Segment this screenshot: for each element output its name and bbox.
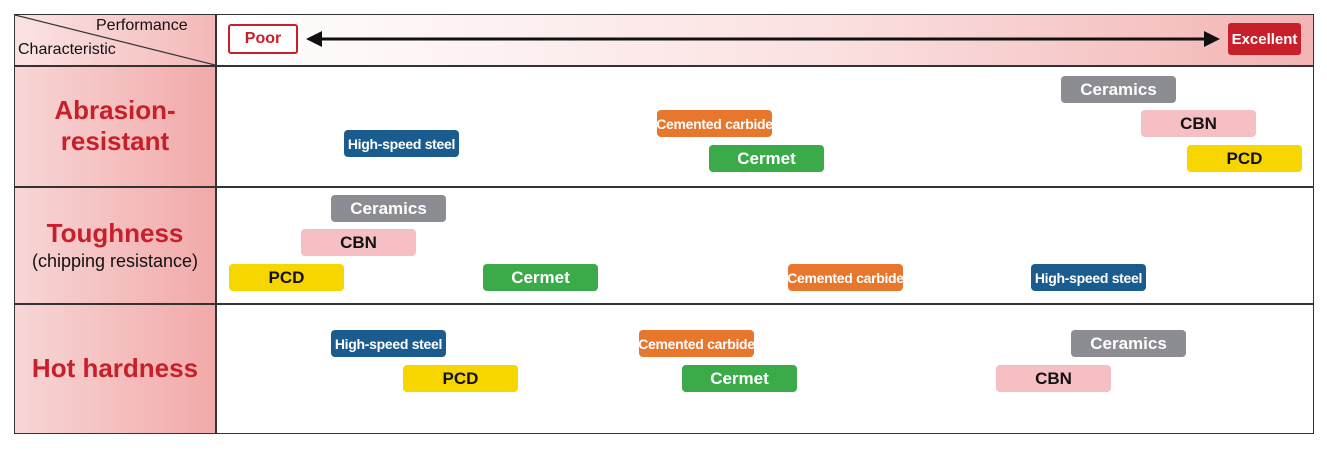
tag-high-speed-steel: High-speed steel: [344, 130, 459, 157]
row-label-abrasion-resistant: Abrasion- resistant: [15, 66, 215, 186]
tag-cemented-carbide: Cemented carbide: [656, 110, 773, 137]
tag-ceramics: Ceramics: [1061, 76, 1176, 103]
tag-cbn: CBN: [996, 365, 1111, 392]
tag-pcd: PCD: [403, 365, 518, 392]
tag-cermet: Cermet: [483, 264, 598, 291]
tag-high-speed-steel: High-speed steel: [1031, 264, 1146, 291]
row-title-line: Abrasion-: [54, 95, 176, 126]
row-title-line: resistant: [60, 126, 170, 157]
row-divider: [14, 186, 1314, 188]
poor-badge: Poor: [228, 24, 298, 54]
tag-high-speed-steel: High-speed steel: [331, 330, 446, 357]
comparison-table: [14, 14, 1314, 434]
tag-pcd: PCD: [229, 264, 344, 291]
tag-cermet: Cermet: [709, 145, 824, 172]
tag-cermet: Cermet: [682, 365, 797, 392]
characteristic-label: Characteristic: [18, 41, 116, 58]
row-subtitle: (chipping resistance): [31, 251, 199, 272]
column-divider: [215, 14, 217, 434]
row-divider: [14, 65, 1314, 67]
row-title-line: Toughness: [46, 217, 184, 248]
row-label-hot-hardness: Hot hardness: [15, 304, 215, 433]
tag-cbn: CBN: [301, 229, 416, 256]
row-divider: [14, 303, 1314, 305]
row-title-line: Hot hardness: [31, 353, 199, 384]
tag-pcd: PCD: [1187, 145, 1302, 172]
row-label-toughness: Toughness (chipping resistance): [15, 187, 215, 303]
performance-label: Performance: [96, 17, 188, 34]
tag-cemented-carbide: Cemented carbide: [787, 264, 904, 291]
tag-cbn: CBN: [1141, 110, 1256, 137]
excellent-badge: Excellent: [1228, 23, 1301, 55]
tag-ceramics: Ceramics: [1071, 330, 1186, 357]
tag-cemented-carbide: Cemented carbide: [638, 330, 755, 357]
header-diagonal-line: [15, 15, 215, 65]
tag-ceramics: Ceramics: [331, 195, 446, 222]
double-arrow-icon: [306, 31, 1220, 47]
